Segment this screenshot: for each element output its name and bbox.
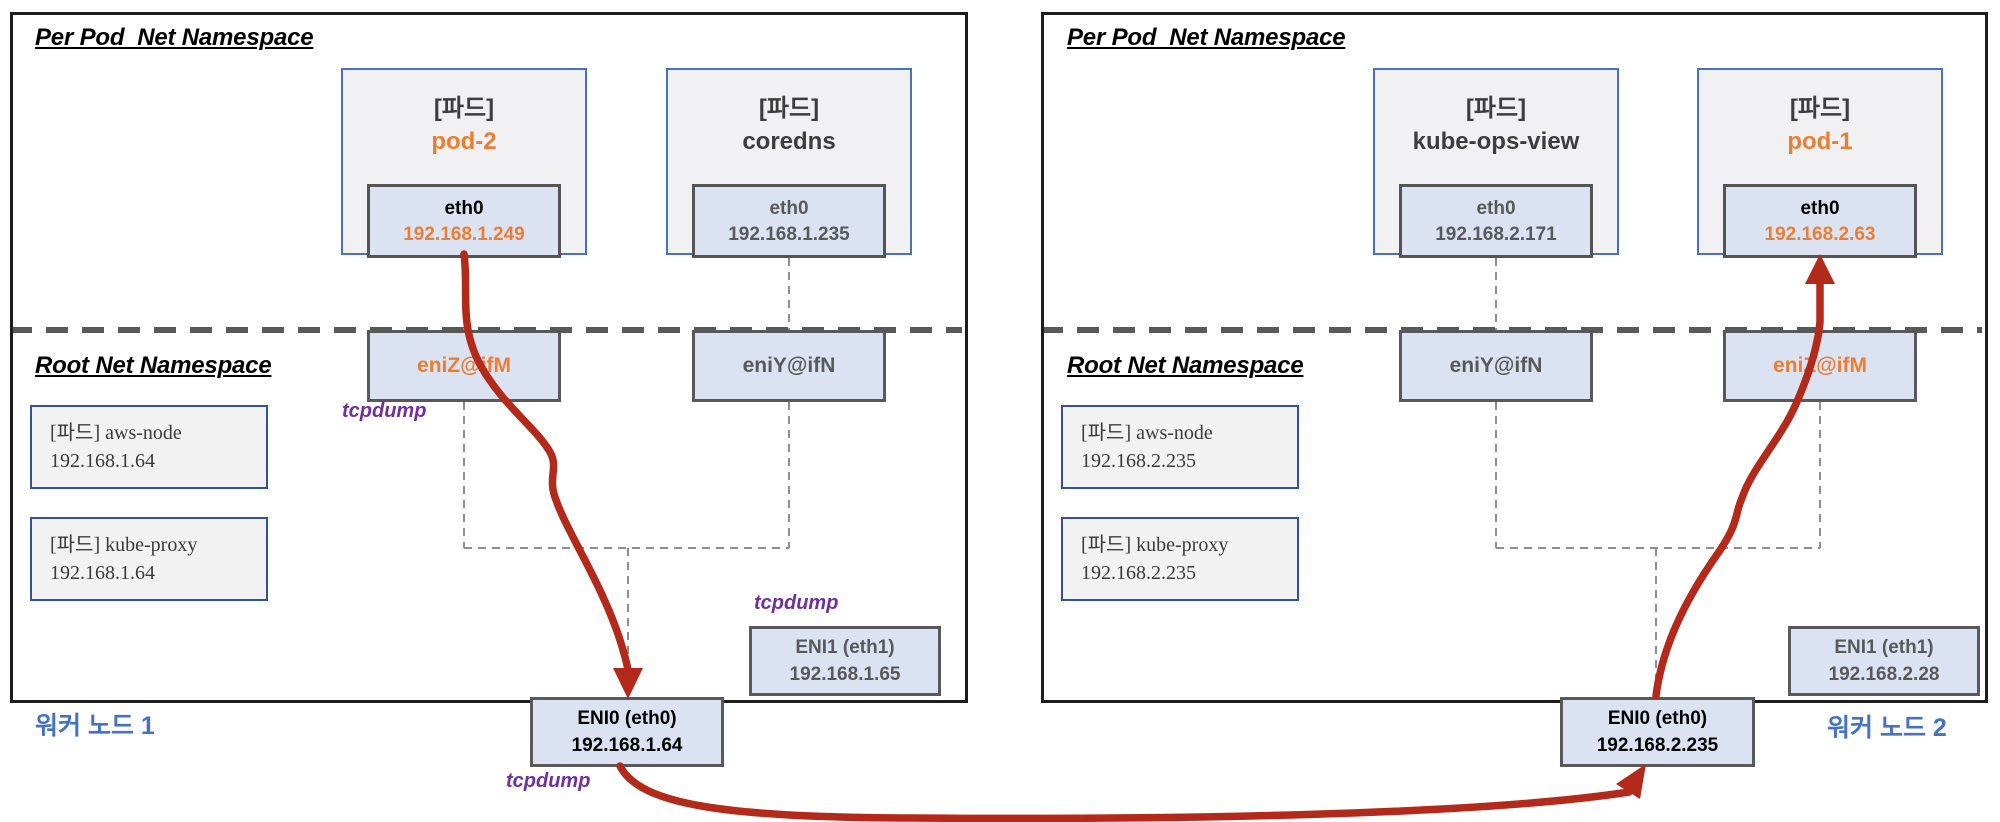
worker-node-1-label: 워커 노드 1 [35,712,155,740]
hostpod-ip: 192.168.1.64 [50,450,155,472]
eni-ip: 192.168.1.64 [571,735,683,756]
veth-box-eniZ-node1: eniZ@ifM [367,330,561,402]
worker-node-2-box [1041,12,1988,703]
hostpod-ip: 192.168.2.235 [1081,450,1196,472]
eni1-box-node1: ENI1 (eth1) 192.168.1.65 [749,626,941,696]
iface-ip: 192.168.2.63 [1764,224,1876,245]
pod-tag: [파드] [433,95,495,122]
pod-tag: [파드] [758,95,820,122]
eni-ip: 192.168.2.28 [1828,664,1940,685]
iface-name: eth0 [1476,198,1516,219]
iface-ip: 192.168.1.235 [728,224,850,245]
eni-ip: 192.168.2.235 [1596,735,1719,756]
hostpod-box-aws-node-node1: [파드] aws-node 192.168.1.64 [30,405,268,489]
hostpod-box-kube-proxy-node2: [파드] kube-proxy 192.168.2.235 [1061,517,1299,601]
tcpdump-label-veth: tcpdump [342,400,427,422]
veth-box-eniY-node2: eniY@ifN [1399,330,1593,402]
iface-name: eth0 [1800,198,1840,219]
veth-box-eniZ-node2: eniZ@ifM [1723,330,1917,402]
pod-name: kube-ops-view [1412,128,1580,155]
root-ns-header-node2: Root Net Namespace [1067,352,1304,379]
hostpod-name: [파드] aws-node [50,422,182,444]
iface-name: eth0 [769,198,809,219]
worker-node-1-box [10,12,968,703]
iface-ip: 192.168.1.249 [403,224,525,245]
tcpdump-label-eni0: tcpdump [506,770,591,792]
pod-tag: [파드] [1465,95,1527,122]
hostpod-name: [파드] kube-proxy [1081,534,1229,556]
eth0-box-pod-1: eth0 192.168.2.63 [1723,184,1917,258]
hostpod-ip: 192.168.2.235 [1081,562,1196,584]
hostpod-ip: 192.168.1.64 [50,562,155,584]
pod-name: pod-2 [431,128,497,155]
eth0-box-pod-2: eth0 192.168.1.249 [367,184,561,258]
arrowhead-into-eni0-node2 [1616,764,1646,799]
hostpod-box-kube-proxy-node1: [파드] kube-proxy 192.168.1.64 [30,517,268,601]
eth0-box-coredns: eth0 192.168.1.235 [692,184,886,258]
pod-name: coredns [742,128,836,155]
hostpod-name: [파드] kube-proxy [50,534,198,556]
iface-ip: 192.168.2.171 [1435,224,1557,245]
eni1-box-node2: ENI1 (eth1) 192.168.2.28 [1788,626,1980,696]
root-ns-header-node1: Root Net Namespace [35,352,272,379]
traffic-arrow-eni0-to-eni0 [616,762,1633,822]
eni-label: ENI1 (eth1) [1834,637,1934,658]
per-pod-ns-header-node1: Per Pod Net Namespace [35,24,314,51]
eni0-box-node1: ENI0 (eth0) 192.168.1.64 [530,697,724,767]
hostpod-box-aws-node-node2: [파드] aws-node 192.168.2.235 [1061,405,1299,489]
eni0-box-node2: ENI0 (eth0) 192.168.2.235 [1560,697,1755,767]
hostpod-name: [파드] aws-node [1081,422,1213,444]
eni-ip: 192.168.1.65 [789,664,901,685]
eth0-box-kube-ops-view: eth0 192.168.2.171 [1399,184,1593,258]
tcpdump-label-eni1: tcpdump [754,592,839,614]
worker-node-2-label: 워커 노드 2 [1827,714,1947,742]
veth-box-eniY-node1: eniY@ifN [692,330,886,402]
pod-name: pod-1 [1787,128,1853,155]
eni-label: ENI1 (eth1) [795,637,895,658]
iface-name: eth0 [444,198,484,219]
eni-label: ENI0 (eth0) [577,708,677,729]
pod-tag: [파드] [1789,95,1851,122]
per-pod-ns-header-node2: Per Pod Net Namespace [1067,24,1346,51]
eni-label: ENI0 (eth0) [1607,708,1708,729]
